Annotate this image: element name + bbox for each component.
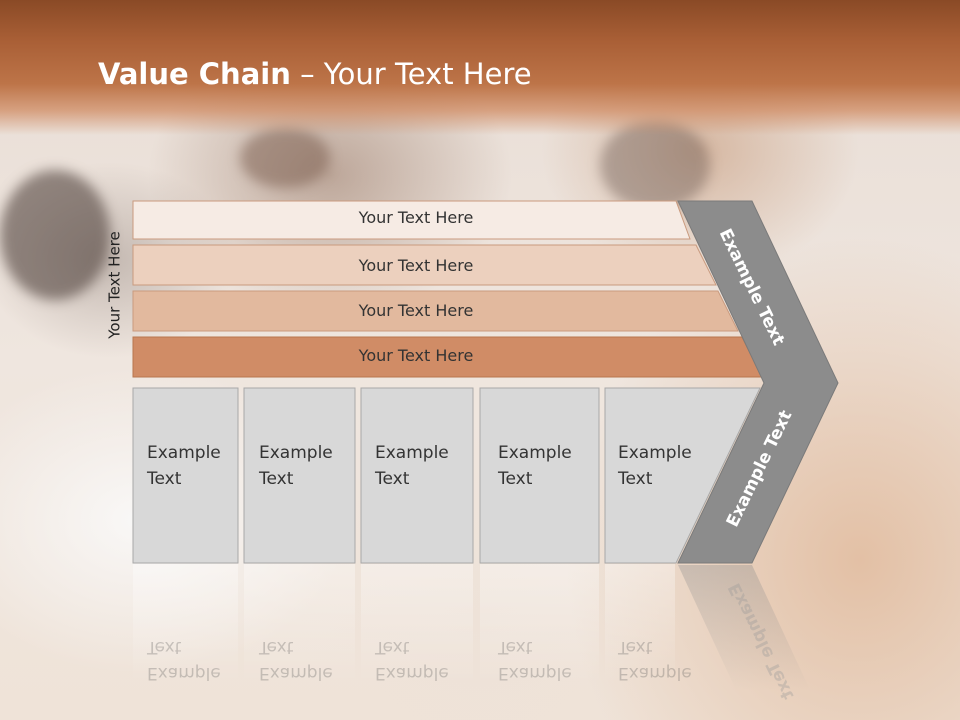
bar-3[interactable]	[132, 290, 739, 332]
box-5-line1: Example	[618, 443, 692, 463]
box-2[interactable]	[243, 387, 356, 564]
box-5[interactable]	[604, 387, 761, 564]
box-5-reflection	[605, 564, 675, 684]
box-3-refl-line1: Example	[375, 663, 449, 683]
box-1-line2: Text	[147, 469, 182, 489]
box-1-reflection-label: Example Text	[147, 634, 243, 686]
bar-2[interactable]	[132, 244, 717, 286]
slide-title-rest: – Your Text Here	[290, 57, 532, 91]
box-5-refl-line1: Example	[618, 663, 692, 683]
box-5-reflection-label: Example Text	[618, 634, 714, 686]
box-3-refl-line2: Text	[375, 637, 410, 657]
bar-3-label: Your Text Here	[358, 301, 474, 320]
box-2-refl-line1: Example	[259, 663, 333, 683]
bar-2-label: Your Text Here	[358, 256, 474, 275]
box-1[interactable]	[132, 387, 239, 564]
slide-title-bold: Value Chain	[98, 57, 291, 91]
box-3-reflection-label: Example Text	[375, 634, 471, 686]
box-1-reflection	[133, 564, 238, 684]
box-5-line2: Text	[618, 469, 653, 489]
box-1-line1: Example	[147, 443, 221, 463]
box-2-refl-line2: Text	[259, 637, 294, 657]
box-2-reflection-label: Example Text	[259, 634, 355, 686]
box-4[interactable]	[479, 387, 600, 564]
box-2-line2: Text	[259, 469, 294, 489]
box-4-line1: Example	[498, 443, 572, 463]
box-2-reflection	[244, 564, 355, 684]
box-1-refl-line2: Text	[147, 637, 182, 657]
photo-hair-shadow	[600, 120, 710, 210]
header-bar	[0, 0, 960, 135]
box-2-line1: Example	[259, 443, 333, 463]
box-3-reflection	[361, 564, 473, 684]
box-1-refl-line1: Example	[147, 663, 221, 683]
photo-hair-shadow	[240, 128, 330, 188]
box-4-line2: Text	[498, 469, 533, 489]
bar-1-label: Your Text Here	[358, 208, 474, 227]
box-3-line1: Example	[375, 443, 449, 463]
box-4-reflection-label: Example Text	[498, 634, 594, 686]
box-3-line2: Text	[375, 469, 410, 489]
box-4-refl-line1: Example	[498, 663, 572, 683]
bar-4-label: Your Text Here	[358, 346, 474, 365]
box-3[interactable]	[360, 387, 474, 564]
bar-1[interactable]	[132, 200, 691, 240]
photo-hair-shadow	[0, 170, 110, 300]
chevron-reflection	[678, 565, 810, 690]
box-5-refl-line2: Text	[618, 637, 653, 657]
box-4-reflection	[480, 564, 599, 684]
slide-title: Value Chain – Your Text Here	[98, 54, 532, 94]
chevron-arrow[interactable]	[677, 200, 839, 564]
box-4-refl-line2: Text	[498, 637, 533, 657]
